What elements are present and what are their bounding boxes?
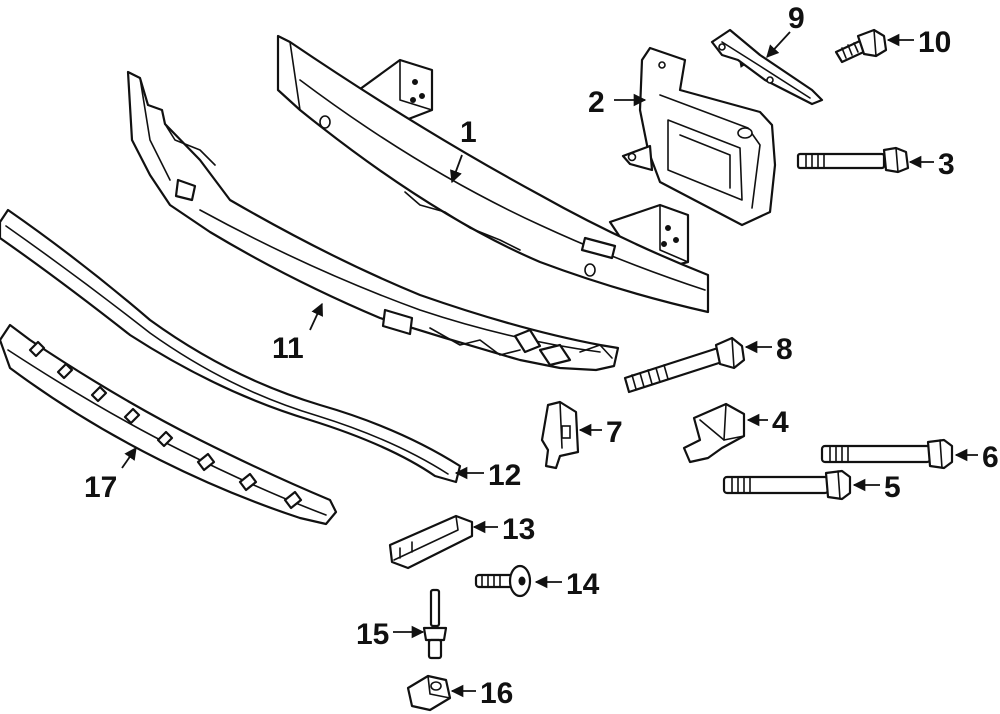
part-17-lower-absorber (0, 323, 338, 526)
part-14-stud (474, 564, 532, 598)
callout-3: 3 (938, 148, 955, 181)
callout-13: 13 (502, 513, 535, 546)
callout-16: 16 (480, 677, 513, 710)
leader-1 (450, 154, 463, 184)
part-10-short-bolt (834, 28, 888, 64)
part-1-reinforcement-beam (276, 34, 710, 314)
callout-11: 11 (272, 332, 304, 365)
callout-5: 5 (884, 471, 901, 504)
part-9-strip-bracket (710, 28, 824, 106)
part-2-mount-bracket (621, 46, 777, 227)
callout-8: 8 (776, 333, 793, 366)
callout-17: 17 (84, 471, 117, 504)
callout-12: 12 (488, 459, 521, 492)
part-6-bolt (820, 438, 954, 470)
part-15-push-pin (422, 588, 448, 660)
callout-labels: 1 2 3 4 5 6 7 8 9 10 11 12 13 14 15 16 1… (84, 2, 999, 710)
part-7-clip-bracket (540, 400, 580, 470)
part-12-trim-strip (0, 208, 462, 484)
part-8-long-bolt (623, 336, 746, 394)
callout-2: 2 (588, 86, 605, 119)
callout-6: 6 (982, 441, 999, 474)
callout-9: 9 (788, 2, 805, 35)
callout-7: 7 (606, 416, 623, 449)
leader-lines (121, 31, 978, 698)
part-3-long-bolt (796, 146, 910, 174)
part-13-rail (388, 514, 474, 570)
callout-14: 14 (566, 568, 600, 601)
part-5-bolt (722, 469, 852, 501)
part-11-energy-absorber (126, 70, 620, 372)
part-4-bracket (682, 402, 746, 464)
leader-11 (309, 302, 323, 331)
callout-1: 1 (460, 116, 477, 149)
leader-9 (766, 31, 791, 58)
leader-17 (121, 446, 137, 469)
part-16-clip-nut (406, 674, 452, 712)
callout-4: 4 (772, 406, 789, 439)
callout-10: 10 (918, 26, 951, 59)
callout-15: 15 (356, 618, 389, 651)
